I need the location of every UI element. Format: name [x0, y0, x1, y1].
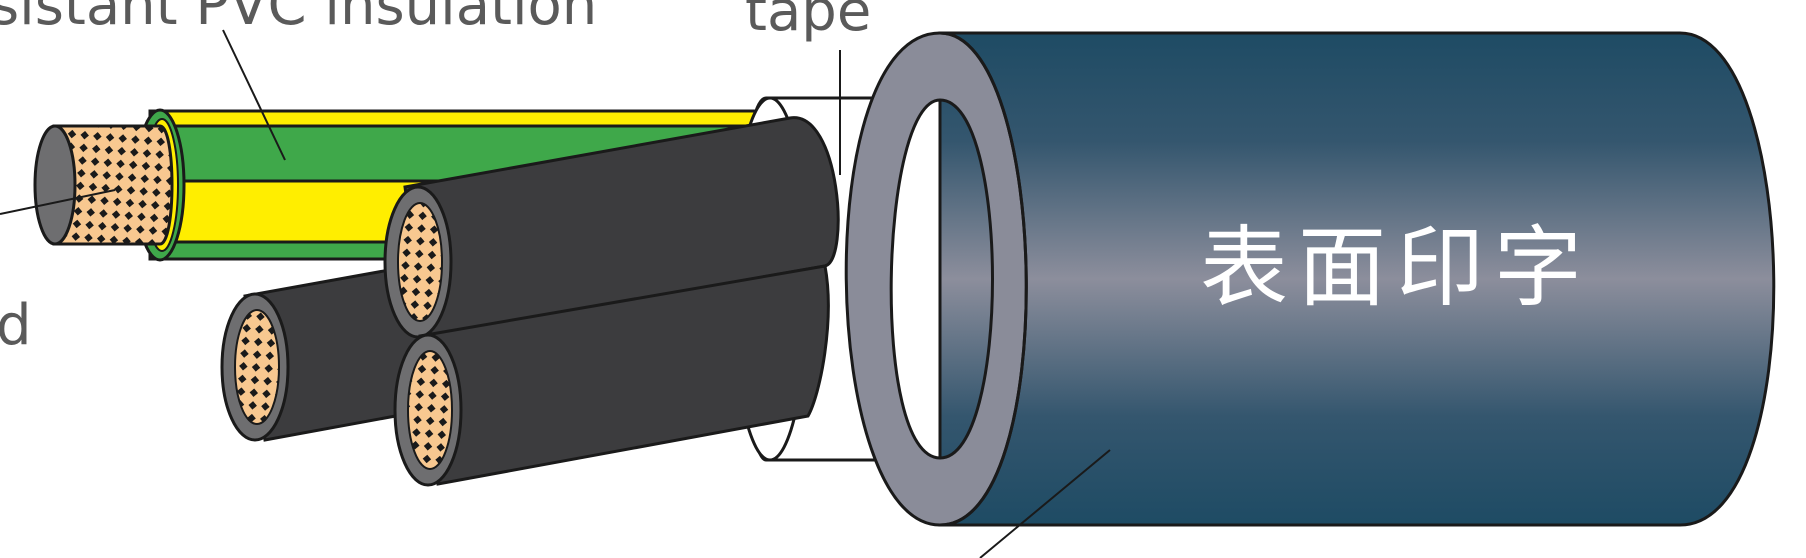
earth-core-yellow-stripe-top: [148, 109, 790, 128]
core-black-lower-body: [418, 264, 830, 486]
earth-conductor-strands: [52, 124, 174, 246]
tape-label: tape: [745, 0, 872, 44]
earth-conductor-end: [33, 124, 77, 246]
sheath-leader-line: [979, 449, 1111, 558]
sheath-surface-print: 表面印字: [1199, 216, 1592, 319]
conductor-label: d: [0, 293, 32, 358]
sheath-shadow-curve: [939, 31, 1028, 527]
insulation-leader-line: [222, 29, 286, 161]
core-black-upper-conductor-end: [397, 202, 443, 322]
outer-sheath: [844, 31, 1776, 558]
sheath-end-rim: [844, 31, 1028, 527]
core-black-back-conductor-end: [234, 309, 280, 425]
core-black-lower-conductor-end: [407, 350, 453, 470]
earth-conductor: [33, 124, 174, 246]
insulation-label: sistant PVC insulation: [0, 0, 598, 38]
core-black-lower: [393, 264, 830, 487]
conductor-leader-line: [0, 189, 116, 215]
sheath-body: [938, 31, 1776, 527]
